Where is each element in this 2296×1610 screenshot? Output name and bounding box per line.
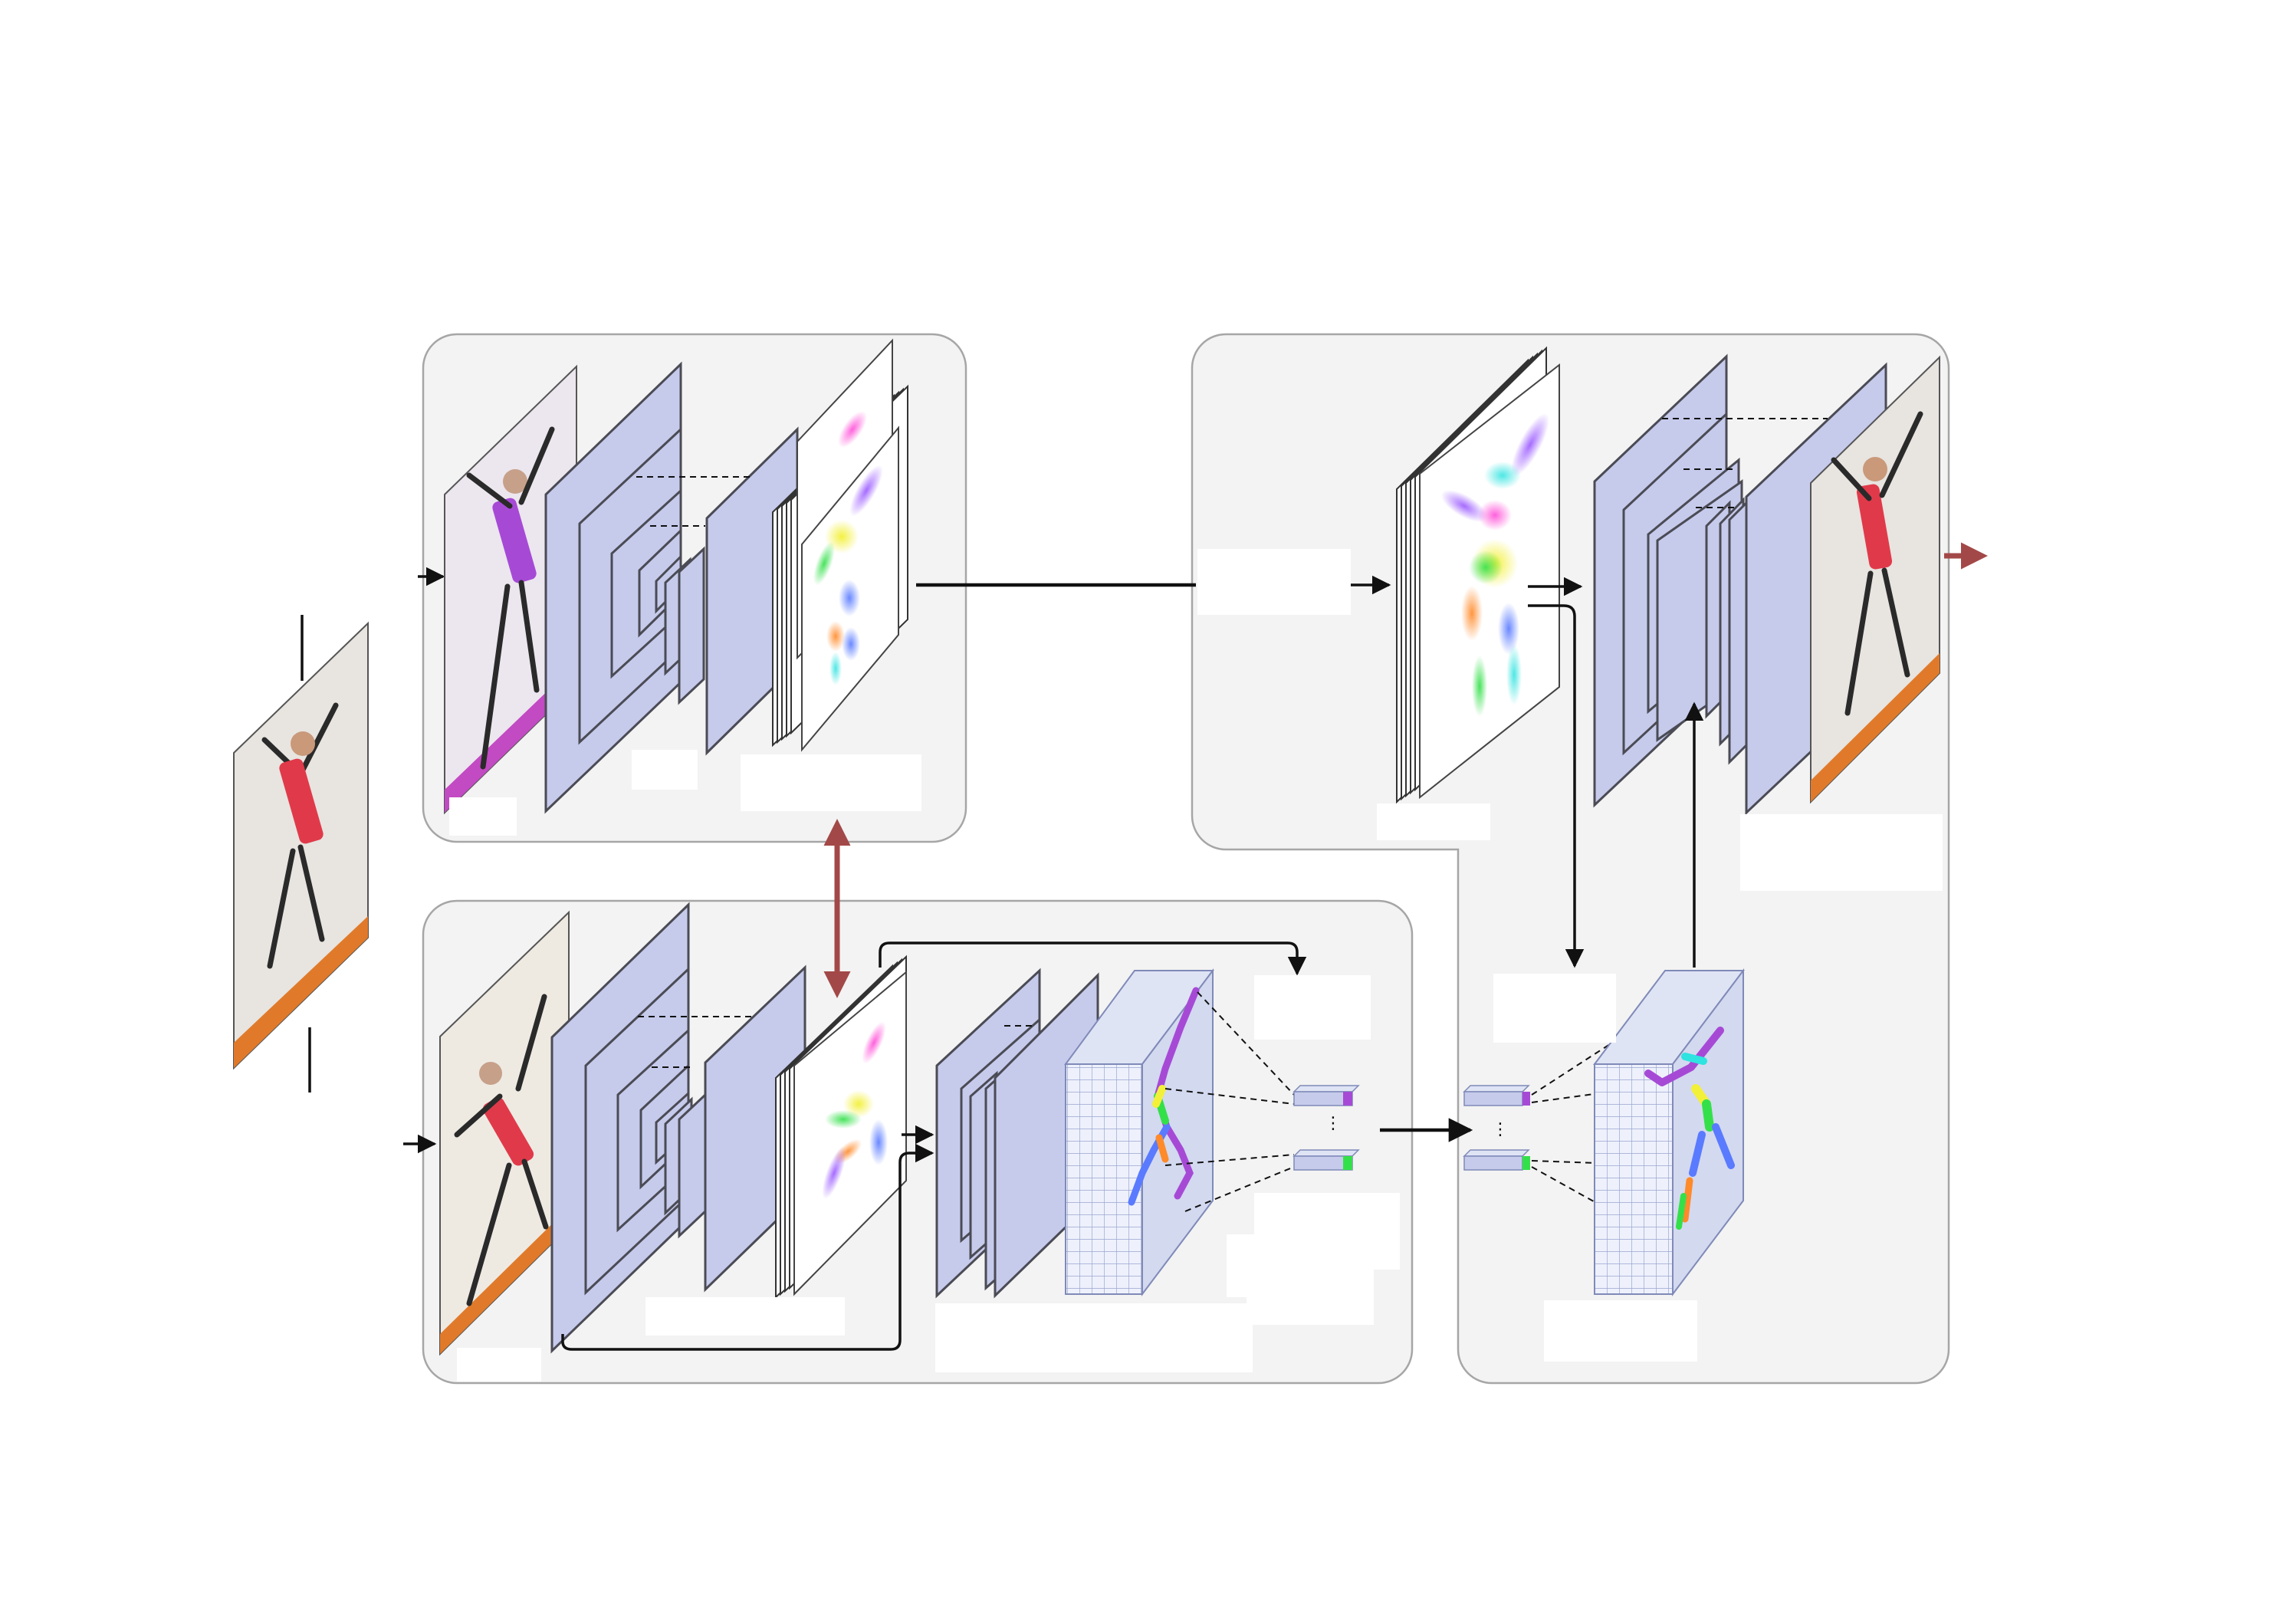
label-placeholders — [449, 549, 1943, 1382]
feature-grid-cube — [1064, 968, 1215, 1296]
ellipsis-icon: ⋮ — [1492, 1120, 1509, 1139]
heatmap-stack-top — [772, 338, 908, 752]
top-right-panel-content — [1351, 346, 1988, 968]
generated-photo — [1810, 355, 1940, 804]
feature-vector-lower — [1293, 1149, 1360, 1171]
ellipsis-icon: ⋮ — [1325, 1114, 1342, 1133]
feature-vector-upper — [1293, 1085, 1360, 1106]
feature-vector-lower-right — [1463, 1149, 1530, 1171]
top-left-panel-content — [418, 338, 1196, 815]
target-feature-grid-cube — [1592, 968, 1746, 1296]
rendered-pose-photo — [444, 364, 577, 815]
feature-vector-upper-right — [1463, 1085, 1530, 1106]
person-figure — [261, 702, 339, 969]
bottom-right-panel-content: ⋮ — [1463, 968, 1746, 1296]
heatmap-stack-bottom — [775, 955, 907, 1300]
bottom-left-panel-content: ⋮ — [403, 902, 1360, 1356]
input-photo — [233, 615, 369, 1092]
heatmap-stack-right — [1396, 346, 1560, 804]
